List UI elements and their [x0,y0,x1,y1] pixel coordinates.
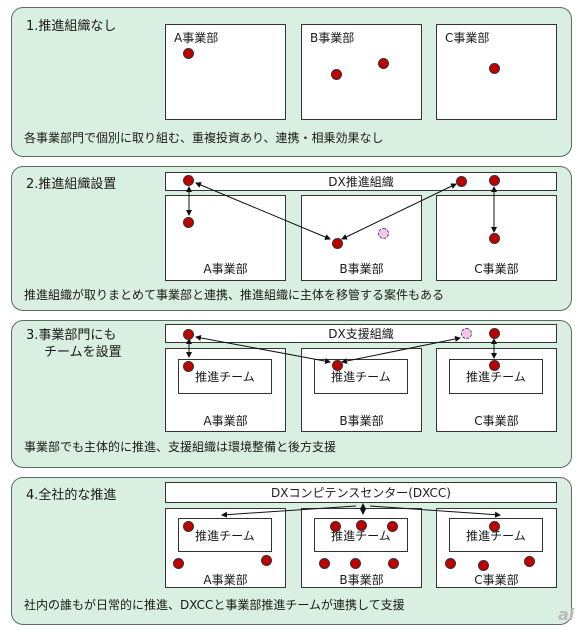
promotion-team-label: 推進チーム [195,528,255,543]
promotion-team-label: 推進チーム [466,370,526,384]
initiative-dot [183,521,194,532]
initiative-dot [183,217,194,228]
initiative-dot [489,360,500,371]
initiative-dot [387,521,398,532]
panel-3-caption: 事業部でも主体的に推進、支援組織は環境整備と後方支援 [24,440,337,454]
panel-2: 2.推進組織設置 DX推進組織 A事業部 B事業部 C事業部 推進組織が取りまと… [11,166,572,311]
division-a-box: A事業部 [165,195,286,281]
division-c-box: C事業部 [436,24,557,120]
initiative-dot [173,558,184,569]
promotion-team-label: 推進チーム [331,528,391,543]
division-b-label: B事業部 [339,262,384,276]
initiative-dot [261,555,272,566]
division-a-label: A事業部 [174,31,219,45]
transfer-dot [461,328,472,339]
division-c-label: C事業部 [474,414,519,428]
org-dot [183,175,194,186]
initiative-dot [478,560,489,571]
division-a-label: A事業部 [203,262,248,276]
panel-4-title: 4.全社的な推進 [26,488,117,503]
panel-2-title: 2.推進組織設置 [26,177,117,192]
initiative-dot [489,63,500,74]
panel-1-title: 1.推進組織なし [26,19,117,34]
initiative-dot [183,361,194,372]
panel-3-title-line2: チームを設置 [44,345,122,360]
division-a-box: A事業部 [165,24,286,120]
initiative-dot [378,58,389,69]
division-c-label: C事業部 [474,573,519,587]
panel-3-title-line1: 3.事業部門にも [26,328,117,343]
org-dot [489,175,500,186]
panel-2-caption: 推進組織が取りまとめて事業部と連携、推進組織に主体を移管する案件もある [24,288,445,302]
division-b-label: B事業部 [339,414,384,428]
division-c-label: C事業部 [445,31,490,45]
initiative-dot [332,360,343,371]
division-b-label: B事業部 [339,573,384,587]
panel-1-caption: 各事業部門で個別に取り組む、重複投資あり、連携・相乗効果なし [24,131,384,145]
promotion-team-b: 推進チーム [314,359,408,394]
initiative-dot [319,558,330,569]
panel-4: 4.全社的な推進 DXコンピテンスセンター(DXCC) 推進チーム A事業部 推… [11,477,572,625]
dx-promotion-org-label: DX推進組織 [328,175,394,189]
promotion-team-a: 推進チーム [178,359,272,394]
division-b-box: B事業部 [301,195,422,281]
initiative-dot [330,521,341,532]
initiative-dot [524,556,535,567]
division-b-box: 推進チーム B事業部 [301,348,422,432]
promotion-team-label: 推進チーム [195,370,255,384]
initiative-dot [489,521,500,532]
initiative-dot [356,520,367,531]
division-a-label: A事業部 [203,573,248,587]
division-c-box: 推進チーム C事業部 [436,508,557,588]
initiative-dot [331,69,342,80]
org-dot [183,329,194,340]
division-b-label: B事業部 [310,31,355,45]
initiative-dot [445,558,456,569]
division-a-box: 推進チーム A事業部 [165,508,286,588]
panel-3-title: 3.事業部門にも チームを設置 [26,327,122,361]
org-dot [456,176,467,187]
initiative-dot [388,558,399,569]
initiative-dot [332,238,343,249]
dxcc-label: DXコンピテンスセンター(DXCC) [271,486,451,500]
transfer-dot [378,228,389,239]
org-dot [489,328,500,339]
division-c-label: C事業部 [474,262,519,276]
panel-3: 3.事業部門にも チームを設置 DX支援組織 推進チーム A事業部 推進チーム … [11,320,572,468]
initiative-dot [183,48,194,59]
division-a-box: 推進チーム A事業部 [165,348,286,432]
promotion-team-label: 推進チーム [466,528,526,543]
panel-4-caption: 社内の誰もが日常的に推進、DXCCと事業部推進チームが連携して支援 [24,598,405,612]
panel-1: 1.推進組織なし A事業部 B事業部 C事業部 各事業部門で個別に取り組む、重複… [11,7,572,157]
dxcc-box: DXコンピテンスセンター(DXCC) [165,482,557,503]
dx-support-org-label: DX支援組織 [328,327,394,341]
site-logo: ai [558,605,575,624]
initiative-dot [489,233,500,244]
division-a-label: A事業部 [203,414,248,428]
promotion-team-label: 推進チーム [331,370,391,384]
division-b-box: B事業部 [301,24,422,120]
initiative-dot [350,558,361,569]
